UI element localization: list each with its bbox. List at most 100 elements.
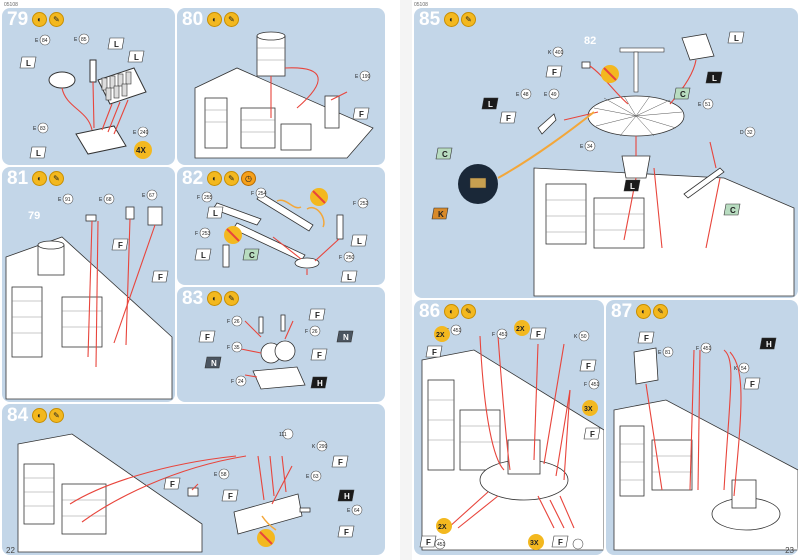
paint-code: C [730, 206, 736, 215]
paint-brush-icon: ✎ [49, 12, 64, 27]
glue-icon: ◐ [207, 291, 222, 306]
paint-brush-icon: ✎ [224, 291, 239, 306]
paint-code: F [558, 538, 563, 547]
paint-brush-icon: ✎ [49, 408, 64, 423]
right-page: 05108 85 ◐ ✎ 82 [412, 0, 800, 560]
step-80: 80 ◐ ✎ [177, 8, 385, 165]
svg-text:E: E [544, 92, 548, 98]
svg-text:E: E [355, 74, 359, 80]
reference-step: 82 [584, 35, 596, 47]
svg-text:K: K [734, 366, 738, 372]
step-number: 80 [182, 9, 204, 30]
paint-code: L [26, 59, 31, 68]
part-number: 83 [40, 126, 46, 132]
glue-icon: ◐ [32, 408, 47, 423]
paint-brush-icon: ✎ [224, 12, 239, 27]
paint-code: F [359, 110, 364, 119]
paint-code: L [134, 53, 139, 62]
part-number: 111 [279, 432, 287, 438]
svg-text:F: F [227, 345, 230, 351]
left-page: 05108 79 ◐ ✎ [2, 2, 385, 555]
svg-text:F: F [195, 231, 198, 237]
paint-code: F [170, 480, 175, 489]
part-number: 249 [140, 130, 149, 136]
svg-text:E: E [58, 197, 62, 203]
part-number: 34 [587, 144, 593, 150]
step-icons: ◐ ✎ [444, 304, 476, 319]
step-icons: ◐ ✎ [32, 171, 64, 186]
paint-code: C [680, 90, 686, 99]
reference-step: 79 [28, 210, 40, 222]
part-number: 58 [221, 472, 227, 478]
quantity-badge: 2X [516, 326, 525, 333]
part-number: 64 [354, 508, 360, 514]
paint-code: L [630, 182, 635, 191]
clock-icon: ◷ [241, 171, 256, 186]
svg-text:F: F [584, 382, 587, 388]
part-number: 32 [747, 130, 753, 136]
paint-code: F [644, 334, 649, 343]
part-number: 48 [523, 92, 529, 98]
glue-icon: ◐ [636, 304, 651, 319]
part-number: 401 [555, 50, 564, 56]
quantity-badge: 2X [438, 524, 447, 531]
paint-brush-icon: ✎ [49, 171, 64, 186]
step-icons: ◐ ✎ [207, 12, 239, 27]
paint-code: F [536, 330, 541, 339]
svg-text:F: F [231, 379, 234, 385]
part-number: 451 [453, 328, 462, 334]
part-number: 451 [499, 332, 508, 338]
step-number: 83 [182, 288, 204, 309]
glue-icon: ◐ [444, 304, 459, 319]
page-number: 22 [6, 546, 15, 555]
part-number: 254 [258, 191, 267, 197]
part-number: 299 [319, 444, 328, 450]
part-number: 63 [313, 474, 319, 480]
step-84: 84 ◐ ✎ [2, 404, 385, 555]
paint-brush-icon: ✎ [653, 304, 668, 319]
kit-number: 05108 [414, 2, 428, 8]
paint-code: L [201, 251, 206, 260]
svg-text:F: F [492, 332, 495, 338]
paint-code: L [213, 209, 218, 218]
paint-code: F [205, 333, 210, 342]
part-number: 451 [437, 542, 446, 548]
svg-text:E: E [658, 350, 662, 356]
paint-code: F [228, 492, 233, 501]
paint-code: L [347, 273, 352, 282]
part-number: 50 [581, 334, 587, 340]
glue-icon: ◐ [32, 171, 47, 186]
step-number: 82 [182, 168, 204, 189]
svg-text:F: F [227, 319, 230, 325]
paint-brush-icon: ✎ [461, 304, 476, 319]
paint-code: L [734, 34, 739, 43]
paint-code: H [344, 492, 350, 501]
step-85-artwork: 82 [431, 31, 795, 297]
svg-text:E: E [347, 508, 351, 514]
svg-text:K: K [548, 50, 552, 56]
paint-code: F [506, 114, 511, 123]
part-number: 35 [234, 345, 240, 351]
svg-text:F: F [696, 346, 699, 352]
part-number: 26 [312, 329, 318, 335]
paint-code: F [432, 348, 437, 357]
svg-text:E: E [142, 193, 146, 199]
svg-text:F: F [339, 255, 342, 261]
quantity-badge: 4X [136, 146, 146, 155]
paint-code: F [344, 528, 349, 537]
svg-text:K: K [312, 444, 316, 450]
step-number: 86 [419, 301, 441, 322]
part-number: 91 [65, 197, 71, 203]
part-number: 54 [741, 366, 747, 372]
paint-brush-icon: ✎ [224, 171, 239, 186]
paint-code: F [317, 351, 322, 360]
kit-number: 05108 [4, 2, 18, 8]
quantity-badge: 3X [530, 540, 539, 547]
svg-text:F: F [197, 195, 200, 201]
step-number: 79 [7, 9, 29, 30]
svg-text:D: D [740, 130, 744, 136]
